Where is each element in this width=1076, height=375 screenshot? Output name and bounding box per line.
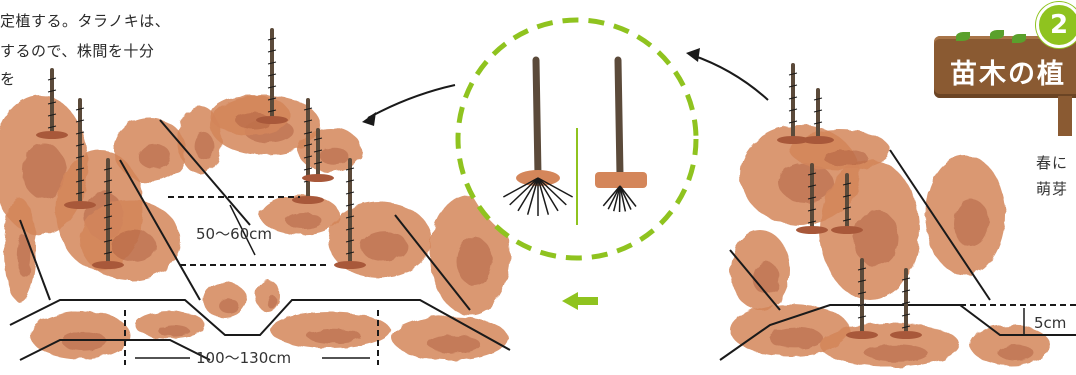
- soil-shade: [219, 299, 239, 313]
- planting-hole: [334, 261, 366, 269]
- soil-shade: [428, 335, 480, 353]
- arrow-to-left-field: [368, 85, 455, 118]
- soil-shade: [361, 231, 408, 261]
- rooted-stem: [618, 60, 620, 175]
- soil-shade: [753, 262, 780, 294]
- planting-hole: [846, 331, 878, 339]
- soil-shade: [854, 210, 899, 266]
- planting-hole: [831, 226, 863, 234]
- sign-leaf: [956, 32, 970, 41]
- soil-shade: [865, 344, 928, 362]
- intro-text-line-3: を: [0, 68, 16, 90]
- soil-shade: [998, 345, 1034, 361]
- sign-leaf: [1012, 34, 1026, 43]
- spacing-between-rows-label: 100〜130cm: [196, 347, 291, 368]
- soil-shade: [267, 296, 278, 309]
- green-arrow-head: [562, 292, 578, 310]
- soil-shade: [194, 132, 214, 159]
- root-ball: [595, 172, 647, 188]
- soil-patch: [256, 280, 280, 312]
- step-number-badge: 2: [1036, 2, 1076, 48]
- sign-leaf: [990, 30, 1004, 39]
- planting-hole: [302, 174, 334, 182]
- arrow-from-right-field: [692, 55, 768, 100]
- intro-text-line-2: するので、株間を十分: [0, 40, 154, 62]
- side-text-line-2: 萌芽: [1036, 178, 1068, 199]
- soil-shade: [456, 237, 492, 285]
- soil-shade: [286, 213, 322, 229]
- soil-shade: [769, 328, 823, 349]
- green-arrow-tail: [578, 297, 598, 305]
- seedling-detail-circle: [458, 20, 696, 258]
- planting-hole: [64, 201, 96, 209]
- arrow-head: [686, 48, 700, 62]
- step-title: 苗木の植: [950, 52, 1066, 91]
- planting-depth-label: 5cm: [1034, 314, 1066, 332]
- planting-hole: [92, 261, 124, 269]
- side-text-line-1: 春に: [1036, 152, 1068, 173]
- planting-hole: [292, 196, 324, 204]
- planting-hole: [36, 131, 68, 139]
- spacing-in-row-label: 50〜60cm: [196, 223, 272, 244]
- soil-shade: [953, 199, 989, 247]
- planting-hole: [796, 226, 828, 234]
- arrow-head: [362, 112, 376, 126]
- intro-text-line-1: 定植する。タラノキは、: [0, 10, 170, 32]
- soil-shade: [307, 329, 361, 343]
- bare-root-stem: [536, 60, 538, 175]
- soil-shade: [824, 150, 869, 166]
- soil-shade: [112, 230, 157, 262]
- soil-shade: [158, 325, 190, 336]
- planting-hole: [802, 136, 834, 144]
- soil-shade: [320, 147, 349, 165]
- signboard-post: [1058, 96, 1072, 136]
- planting-hole: [890, 331, 922, 339]
- soil-shade: [138, 143, 170, 169]
- soil-field-right: [730, 125, 1050, 367]
- planting-hole: [256, 116, 288, 124]
